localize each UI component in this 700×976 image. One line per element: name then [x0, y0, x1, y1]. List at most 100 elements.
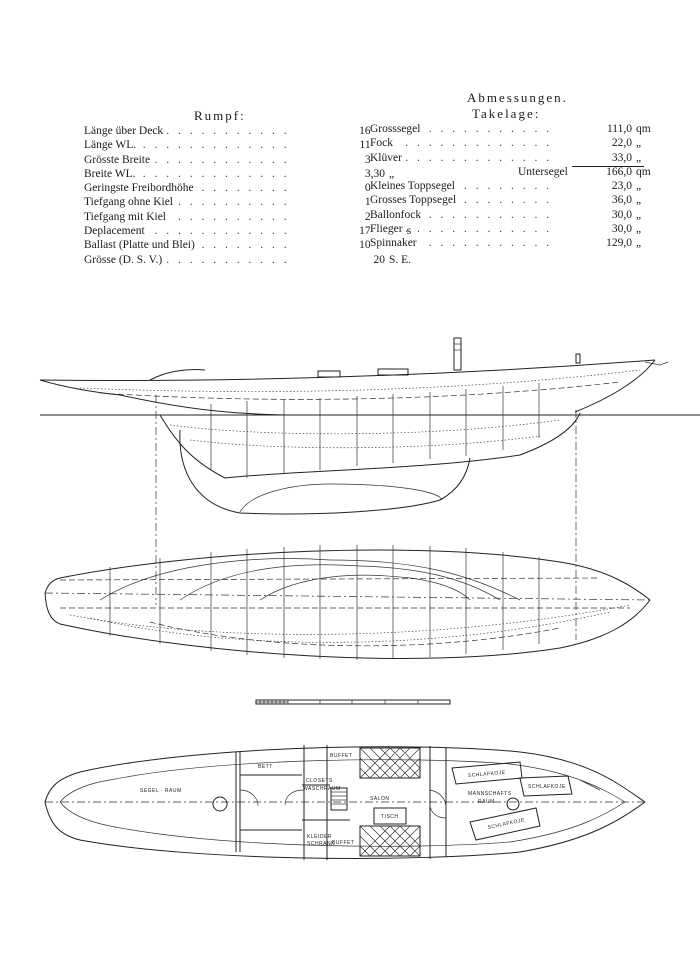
plan-outline-bottom: [44, 801, 646, 859]
takelage-row: . . . . . . . . . . . . . . . . . . . . …: [370, 179, 642, 194]
takelage-row: . . . . . . . . . . . . . . . . . . . . …: [370, 150, 642, 165]
label-schlafkoje-1: SCHLAFKOJE: [468, 770, 506, 779]
takelage-row-unit: „: [636, 137, 642, 150]
takelage-row-unit: qm: [636, 123, 651, 135]
rumpf-row-label: Länge über Deck: [84, 124, 167, 139]
berth-aft-3: [469, 807, 541, 841]
rumpf-row: . . . . . . . . . . . . . . . . . . . . …: [84, 209, 394, 225]
takelage-row-label: Flieger: [370, 222, 406, 237]
rumpf-table: . . . . . . . . . . . . . . . . . . . . …: [84, 124, 412, 267]
rumpf-row-label: Tiefgang ohne Kiel: [84, 195, 177, 210]
takelage-row-value: 23,0: [611, 180, 632, 193]
takelage-row-value: 111,0: [606, 123, 632, 135]
deck-outline-top: [44, 549, 651, 601]
rumpf-row: . . . . . . . . . . . . . . . . . . . . …: [84, 152, 394, 167]
scale-bar: [255, 699, 451, 705]
takelage-row-value: 30,0: [611, 223, 632, 236]
rumpf-row-label: Geringste Freibordhöhe: [84, 181, 197, 196]
takelage-row-value: 129,0: [606, 237, 632, 250]
centerline: [44, 592, 651, 601]
half-breadth-view: [44, 545, 651, 660]
label-waschraum: WASCHRAUM: [303, 786, 341, 792]
subtotal-rule: [572, 166, 644, 167]
takelage-table: . . . . . . . . . . . . . . . . . . . . …: [370, 122, 660, 251]
rumpf-row-label: Deplacement: [84, 224, 148, 239]
label-segel-raum: SEGEL · RAUM: [140, 788, 182, 794]
stern-overhang: [574, 359, 656, 413]
rumpf-row: . . . . . . . . . . . . . . . . . . . . …: [84, 166, 395, 182]
plan-stations: [109, 545, 540, 660]
rumpf-row-value: 20: [373, 253, 386, 266]
takelage-row-label: Fock: [370, 136, 396, 151]
rumpf-row-label: Länge WL.: [84, 138, 140, 153]
rumpf-row-label: Grösste Breite: [84, 152, 154, 167]
takelage-row-unit: „: [636, 223, 642, 236]
rumpf-row: . . . . . . . . . . . . . . . . . . . . …: [84, 224, 411, 239]
mast-step: [506, 797, 520, 811]
mast-stub: [453, 337, 462, 371]
label-schlafkoje-2: SCHLAFKOJE: [528, 784, 566, 790]
ballast-plate: [239, 483, 443, 513]
takelage-row-label: Kleines Toppsegel: [370, 179, 458, 194]
settee-top: [359, 747, 421, 779]
label-raum: RAUM: [478, 799, 495, 805]
rumpf-row: . . . . . . . . . . . . . . . . . . . . …: [84, 252, 412, 267]
takelage-row-value: 166,0: [606, 165, 632, 178]
plan-outline-top: [44, 746, 646, 803]
rumpf-row-label: Ballast (Platte und Blei): [84, 238, 198, 253]
takelage-row: . . . . . . . . . . . . . . . . . . . . …: [370, 236, 642, 251]
takelage-row-unit: qm: [636, 165, 651, 178]
takelage-row-unit: „: [636, 180, 642, 193]
accommodation-plan: SEGEL · RAUM BETT CLOSETS WASCHRAUM BUFF…: [44, 745, 646, 860]
takelage-row-unit: „: [636, 151, 642, 164]
skylight-fwd: [317, 370, 341, 378]
takelage-row-label: Ballonfock: [370, 207, 425, 223]
rumpf-row-value: 3,30: [364, 167, 385, 180]
hull-profile-view: [39, 337, 700, 640]
rumpf-row-label: Breite WL.: [84, 166, 139, 182]
label-mannschafts: MANNSCHAFTS: [468, 791, 512, 797]
label-buffet: BUFFET: [330, 753, 352, 759]
label-buffet-2: BUFFET: [332, 840, 354, 846]
takelage-row-label: Untersegel: [518, 165, 568, 178]
takelage-row-label: Grosssegel: [370, 122, 424, 137]
takelage-row: . . . . . . . . . . . . . . . . . . . . …: [370, 136, 642, 151]
rumpf-row-unit: „: [389, 167, 395, 180]
takelage-row-subtotal: Untersegel 166,0 qm: [370, 165, 660, 179]
label-bett: BETT: [258, 764, 273, 770]
rumpf-row-label: Grösse (D. S. V.): [84, 252, 166, 267]
main-title: Abmessungen.: [467, 90, 568, 105]
takelage-row-label: Klüver: [370, 150, 405, 165]
rumpf-row-label: Tiefgang mit Kiel: [84, 209, 169, 225]
salon-table: [373, 807, 407, 825]
label-schrank: SCHRANK: [307, 841, 335, 847]
rumpf-heading: Rumpf:: [194, 108, 246, 123]
takelage-row: . . . . . . . . . . . . . . . . . . . . …: [370, 122, 651, 137]
label-kleider: KLEIDER: [307, 834, 332, 840]
takelage-row: . . . . . . . . . . . . . . . . . . . . …: [370, 207, 642, 223]
label-schlafkoje-3: SCHLAFKOJE: [487, 817, 525, 831]
label-closets: CLOSETS: [306, 778, 333, 784]
sternpost-fitting: [575, 353, 581, 364]
rumpf-row-unit: S. E.: [389, 253, 412, 266]
fin-keel: [179, 429, 471, 515]
takelage-row-value: 22,0: [611, 137, 632, 150]
skylight-aft: [377, 368, 409, 376]
takelage-row-value: 33,0: [611, 151, 632, 164]
takelage-row-value: 36,0: [611, 194, 632, 207]
takelage-row-value: 30,0: [611, 208, 632, 221]
profile-stations: [210, 383, 540, 478]
takelage-row-unit: „: [636, 194, 642, 207]
companion-hatch: [149, 369, 206, 381]
takelage-row: . . . . . . . . . . . . . . . . . . . . …: [370, 222, 642, 237]
settee-bottom: [359, 825, 421, 857]
takelage-row-label: Spinnaker: [370, 236, 420, 251]
deck-outline-bottom: [44, 592, 651, 659]
underwater-hull: [159, 412, 581, 479]
label-tisch: TISCH: [381, 814, 399, 820]
label-salon: SALON: [370, 796, 389, 802]
takelage-row: . . . . . . . . . . . . . . . . . . . . …: [370, 193, 642, 208]
takelage-row-unit: „: [636, 208, 642, 221]
